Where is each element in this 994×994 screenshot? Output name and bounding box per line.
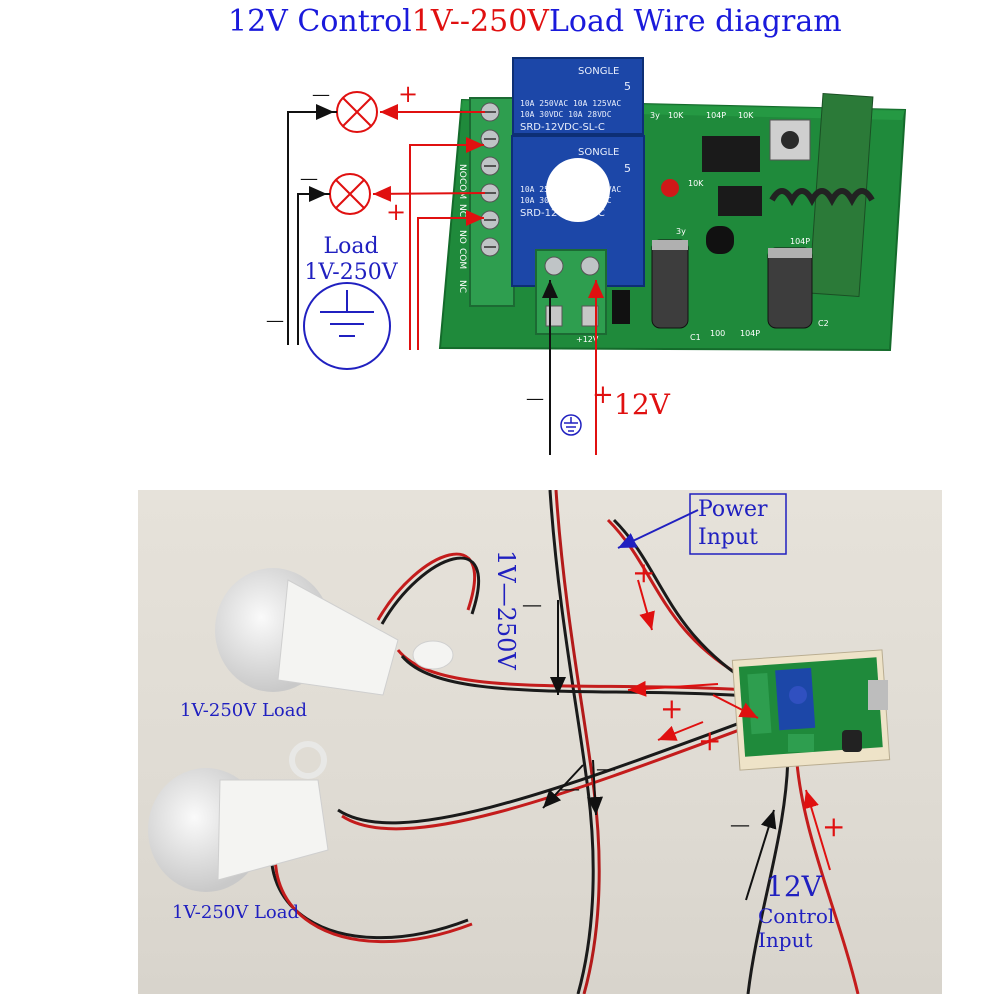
power-input-line2: Input [698, 525, 758, 550]
photo-minus-2: — [560, 776, 580, 800]
svg-text:COM: COM [457, 178, 467, 199]
pcb-mark-100: 100 [710, 329, 725, 338]
relay1-brand: SONGLE [578, 66, 619, 77]
relay1-rating2: 10A 30VDC 10A 28VDC [520, 110, 612, 119]
svg-text:NO: NO [457, 164, 467, 178]
power-input-line1: Power [698, 497, 768, 522]
control-input-line2: Input [758, 928, 813, 952]
relay1-model: SRD-12VDC-SL-C [520, 122, 605, 133]
title-part-voltage: 1V--250V [411, 4, 549, 39]
live-wires [372, 104, 486, 350]
load-label: Load 1V-250V [296, 234, 406, 286]
title-part-control: 12V Control [228, 4, 412, 39]
bulb1-label: 1V-250V Load [180, 700, 308, 721]
photo-plus-2: + [660, 692, 684, 725]
photo-minus-1: — [522, 592, 542, 616]
supply-minus: — [526, 388, 544, 409]
svg-text:NC: NC [457, 280, 467, 293]
ic-chip [718, 186, 762, 216]
red-led [661, 179, 679, 197]
pcb-mark-c2: C2 [818, 319, 829, 328]
photo-plus-1: + [632, 556, 656, 589]
pcb-mark-104p: 104P [740, 329, 760, 338]
lamp-1-symbol [336, 91, 378, 133]
relay-2: SONGLE 5 10A 250VAC 10A 125VAC 10A 30VDC… [511, 135, 645, 287]
left-neutral-minus: — [266, 310, 284, 331]
power-input-label: Power Input [698, 496, 768, 552]
svg-text:NO: NO [457, 230, 467, 244]
terminal-labels: NO COM NC NO COM NC [457, 164, 467, 293]
lamp1-plus: + [398, 80, 419, 108]
svg-text:COM: COM [457, 248, 467, 269]
output-terminal-block [469, 97, 515, 307]
photo-plus-3: + [698, 724, 722, 757]
diode [612, 290, 630, 324]
pcb-components: 10K 104P 10K 10K 104P 100 104P C1 C2 +12… [576, 92, 875, 344]
control-voltage-label: 12V [766, 870, 822, 903]
pcb-mark-c1: C1 [690, 333, 701, 342]
bulb2-label: 1V-250V Load [172, 902, 300, 923]
supply-ground-icon [560, 414, 582, 436]
capacitor [767, 247, 813, 329]
pcb-mark-12v: +12V [576, 335, 599, 344]
relay-1: SONGLE 5 10A 250VAC 10A 125VAC 10A 30VDC… [512, 57, 644, 135]
photo-minus-3: — [596, 756, 616, 780]
relay1-num: 5 [624, 80, 631, 93]
lamp1-minus: — [312, 84, 330, 105]
load-label-line2: 1V-250V [304, 260, 398, 285]
ground-symbol [303, 282, 391, 370]
photo-relay-board [731, 649, 891, 771]
relay2-brand: SONGLE [578, 147, 619, 158]
pcb-mark-3y: 3y [650, 111, 660, 120]
pcb-mark-104p: 104P [706, 111, 726, 120]
title-part-load: Load Wire diagram [548, 4, 842, 39]
photo-plus-4: + [822, 810, 846, 843]
relay2-num: 5 [624, 162, 631, 175]
bulb-2 [148, 741, 329, 892]
wiring-photo [138, 490, 942, 994]
lamp-2-symbol [329, 173, 371, 215]
capacitor [651, 239, 689, 329]
wiring-diagram: SONGLE 5 10A 250VAC 10A 125VAC 10A 30VDC… [287, 57, 907, 455]
pcb-mark-3y: 3y [676, 227, 686, 236]
photo-minus-4: — [730, 812, 750, 836]
vertical-voltage-label: 1V—250V [492, 550, 520, 670]
neutral-wires [287, 104, 337, 345]
control-input-label: Control Input [758, 904, 834, 952]
ic-chip [702, 136, 760, 172]
lamp2-plus: + [386, 198, 407, 226]
relay1-rating1: 10A 250VAC 10A 125VAC [520, 99, 621, 108]
bulb-1 [215, 568, 454, 696]
page-title: 12V Control1V--250VLoad Wire diagram [228, 4, 842, 39]
lamp2-minus: — [300, 168, 318, 189]
pcb-mark-104p: 104P [790, 237, 810, 246]
supply-plus: + [592, 380, 614, 410]
supply-wires [542, 280, 604, 455]
power-input-box [689, 493, 787, 555]
pcb-mark-10k: 10K [738, 111, 754, 120]
svg-text:NC: NC [457, 204, 467, 217]
supply-voltage: 12V [614, 388, 670, 421]
relay-sticker [546, 158, 610, 222]
terminal-screw [580, 256, 600, 276]
load-label-line1: Load [323, 234, 379, 259]
antenna-coil [769, 188, 875, 207]
transistor [706, 226, 734, 254]
photo-arrows [542, 509, 831, 901]
control-input-line1: Control [758, 904, 835, 928]
pcb-mark-10k: 10K [668, 111, 684, 120]
terminal-screw [544, 256, 564, 276]
pcb-mark-10k: 10K [688, 179, 704, 188]
